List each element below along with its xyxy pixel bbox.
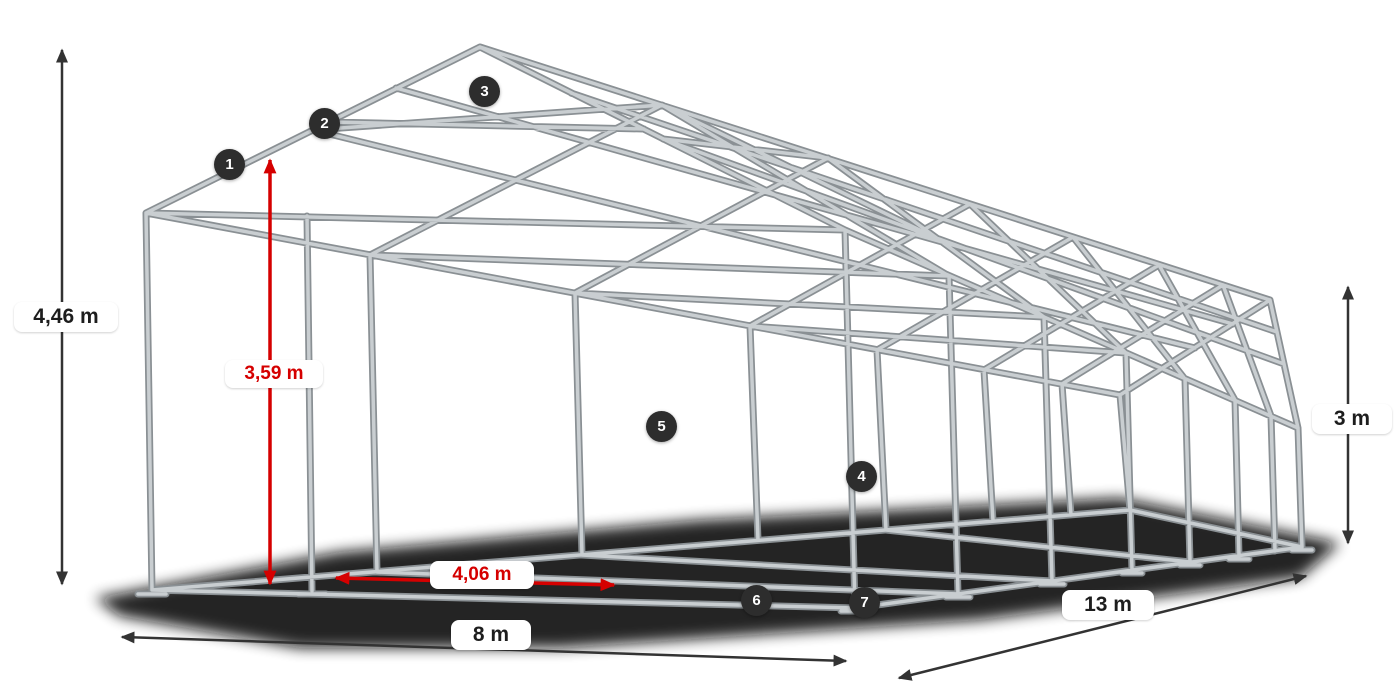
callout-badge-6: 6 bbox=[741, 585, 772, 616]
callout-badge-7: 7 bbox=[849, 587, 880, 618]
inner-width-label: 4,06 m bbox=[430, 561, 534, 589]
side-height-label: 3 m bbox=[1312, 404, 1392, 435]
callout-badge-5: 5 bbox=[646, 411, 677, 442]
inner-height-label: 3,59 m bbox=[225, 360, 323, 388]
front-width-label: 8 m bbox=[451, 620, 531, 651]
callout-badge-4: 4 bbox=[846, 461, 877, 492]
ground-shadow bbox=[95, 498, 1340, 648]
callout-badge-3: 3 bbox=[469, 76, 500, 107]
total-height-label: 4,46 m bbox=[14, 302, 118, 333]
length-label: 13 m bbox=[1062, 590, 1154, 621]
arrow-length bbox=[897, 573, 1308, 681]
callout-badge-1: 1 bbox=[214, 149, 245, 180]
callout-badge-2: 2 bbox=[309, 108, 340, 139]
